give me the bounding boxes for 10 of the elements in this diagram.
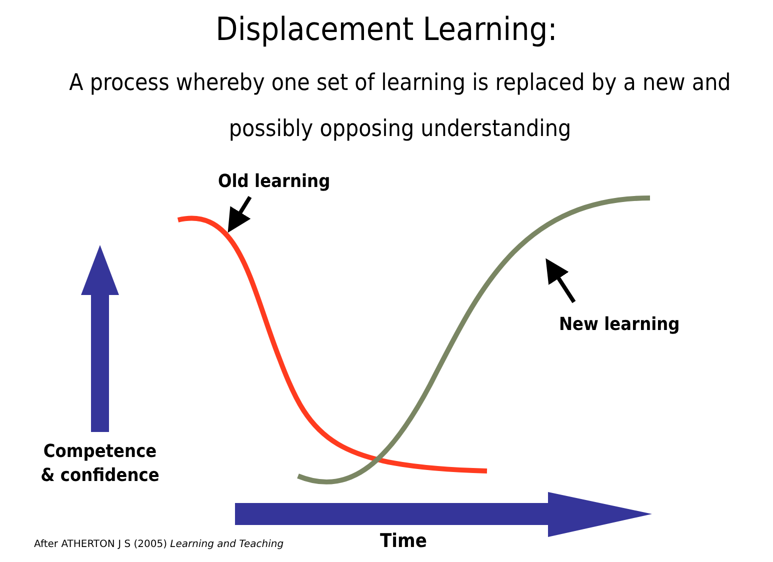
leader-arrow xyxy=(546,258,576,304)
title: Displacement Learning: xyxy=(214,10,558,48)
curve-label: New learning xyxy=(559,314,680,335)
axis-label: Time xyxy=(380,530,427,552)
curve-label: Old learning xyxy=(218,171,330,192)
subtitle: A process whereby one set of learning is replaced by a new and possibly opposing understanding xyxy=(68,69,732,144)
leader-arrow xyxy=(228,196,252,233)
axis-label: Competence & confidence xyxy=(40,440,160,488)
decline-curve xyxy=(178,216,488,474)
citation: After ATHERTON J S (2005) Learning and Teaching xyxy=(34,539,284,550)
